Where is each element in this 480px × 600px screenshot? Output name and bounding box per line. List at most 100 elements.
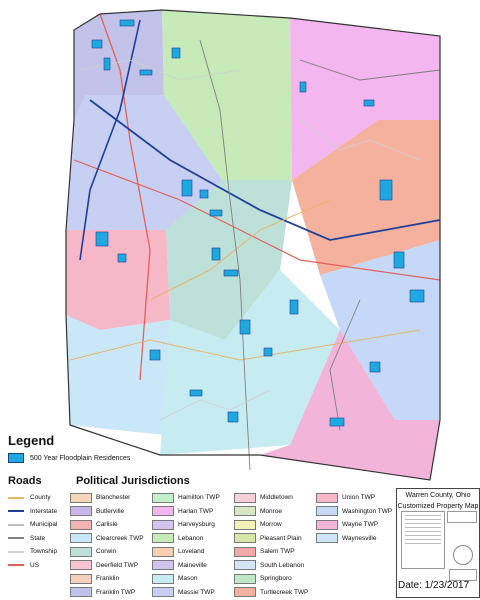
jurisdiction-legend-item: Union TWP bbox=[316, 491, 398, 505]
floodplain-swatch bbox=[8, 453, 24, 463]
jurisdiction-swatch bbox=[70, 533, 92, 544]
jurisdiction-swatch bbox=[152, 519, 174, 530]
disclaimer-text-block bbox=[401, 511, 445, 569]
jurisdiction-label: Harlan TWP bbox=[178, 507, 214, 515]
jurisdiction-label: Franklin TWP bbox=[96, 588, 136, 596]
road-label: US bbox=[30, 561, 40, 569]
jurisdiction-swatch bbox=[70, 560, 92, 571]
jurisdiction-legend-item: Harlan TWP bbox=[152, 505, 234, 519]
jurisdiction-legend-item: Morrow bbox=[234, 518, 316, 532]
jurisdiction-label: Pleasant Plain bbox=[260, 534, 302, 542]
road-label: Municipal bbox=[30, 521, 58, 529]
jurisdiction-label: Blanchester bbox=[96, 494, 131, 502]
seal-logo bbox=[449, 569, 477, 581]
jurisdictions-title: Political Jurisdictions bbox=[76, 475, 190, 487]
jurisdiction-label: Harveysburg bbox=[178, 521, 215, 529]
jurisdiction-legend-item: Lebanon bbox=[152, 532, 234, 546]
jurisdiction-label: Morrow bbox=[260, 521, 282, 529]
road-network bbox=[69, 13, 441, 471]
jurisdiction-swatch bbox=[152, 546, 174, 557]
region-salem-twp bbox=[260, 330, 440, 480]
road-label: State bbox=[30, 534, 46, 542]
jurisdiction-label: Union TWP bbox=[342, 494, 376, 502]
road-line-swatch bbox=[8, 564, 24, 567]
jurisdiction-label: Mason bbox=[178, 575, 198, 583]
road-line-swatch bbox=[8, 537, 24, 540]
jurisdiction-legend-item: Carlisle bbox=[70, 518, 152, 532]
road-line-swatch bbox=[8, 496, 24, 499]
jurisdiction-legend-item: Waynesville bbox=[316, 532, 398, 546]
jurisdiction-regions bbox=[66, 10, 440, 480]
jurisdiction-swatch bbox=[70, 587, 92, 598]
jurisdiction-swatch bbox=[70, 492, 92, 503]
jurisdiction-label: Maineville bbox=[178, 561, 207, 569]
floodplain-label: 500 Year Floodplain Residences bbox=[30, 454, 131, 462]
jurisdiction-label: Massie TWP bbox=[178, 588, 215, 596]
jurisdiction-label: Franklin bbox=[96, 575, 120, 583]
jurisdiction-swatch bbox=[70, 519, 92, 530]
jurisdiction-legend-item: Washington TWP bbox=[316, 505, 398, 519]
jurisdiction-swatch bbox=[234, 573, 256, 584]
road-legend-item: Township bbox=[8, 545, 76, 559]
region-massie-twp bbox=[320, 240, 440, 420]
region-franklin-twp bbox=[74, 10, 164, 120]
jurisdiction-legend-item: Middletown bbox=[234, 491, 316, 505]
jurisdiction-label: Salem TWP bbox=[260, 548, 295, 556]
jurisdiction-legend-item: Corwin bbox=[70, 545, 152, 559]
jurisdiction-legend-item: Blanchester bbox=[70, 491, 152, 505]
jurisdiction-swatch bbox=[152, 573, 174, 584]
jurisdiction-legend-item: Mason bbox=[152, 572, 234, 586]
road-legend-item: Interstate bbox=[8, 505, 76, 519]
jurisdiction-label: Butlerville bbox=[96, 507, 125, 515]
jurisdiction-legend-item: Springboro bbox=[234, 572, 316, 586]
jurisdiction-swatch bbox=[152, 533, 174, 544]
jurisdiction-swatch bbox=[70, 573, 92, 584]
region-washington-twp bbox=[292, 120, 440, 275]
jurisdiction-swatch bbox=[234, 533, 256, 544]
road-label: County bbox=[30, 494, 51, 502]
jurisdiction-legend-item: Harveysburg bbox=[152, 518, 234, 532]
jurisdiction-swatch bbox=[234, 587, 256, 598]
jurisdiction-legend-item: South Lebanon bbox=[234, 559, 316, 573]
jurisdiction-swatch bbox=[234, 506, 256, 517]
road-legend-item: US bbox=[8, 559, 76, 573]
map-title-line2: Customized Property Map bbox=[397, 503, 479, 510]
road-line-swatch bbox=[8, 510, 24, 513]
jurisdiction-label: South Lebanon bbox=[260, 561, 305, 569]
jurisdiction-swatch bbox=[70, 546, 92, 557]
road-label: Interstate bbox=[30, 507, 58, 515]
jurisdiction-label: Washington TWP bbox=[342, 507, 393, 515]
jurisdiction-swatch bbox=[152, 560, 174, 571]
jurisdiction-swatch bbox=[316, 533, 338, 544]
legend-title: Legend bbox=[8, 433, 55, 448]
jurisdiction-label: Deerfield TWP bbox=[96, 561, 139, 569]
jurisdiction-label: Lebanon bbox=[178, 534, 204, 542]
jurisdiction-swatch bbox=[316, 506, 338, 517]
jurisdiction-label: Clearcreek TWP bbox=[96, 534, 144, 542]
scale-bar bbox=[447, 511, 477, 523]
road-legend-item: County bbox=[8, 491, 76, 505]
map-title-line1: Warren County, Ohio bbox=[405, 492, 471, 499]
jurisdiction-legend-item: Loveland bbox=[152, 545, 234, 559]
jurisdiction-legend-item: Monroe bbox=[234, 505, 316, 519]
jurisdiction-legend-item: Wayne TWP bbox=[316, 518, 398, 532]
jurisdiction-label: Springboro bbox=[260, 575, 292, 583]
jurisdiction-swatch bbox=[152, 492, 174, 503]
jurisdiction-swatch bbox=[234, 560, 256, 571]
jurisdiction-legend-item: Deerfield TWP bbox=[70, 559, 152, 573]
jurisdiction-legend-item: Clearcreek TWP bbox=[70, 532, 152, 546]
region-lebanon bbox=[166, 180, 292, 340]
jurisdiction-swatch bbox=[316, 519, 338, 530]
region-wayne-twp bbox=[290, 18, 440, 180]
map-info-box: Warren County, Ohio Customized Property … bbox=[396, 488, 480, 598]
region-deerfield-twp bbox=[66, 315, 170, 435]
road-line-swatch bbox=[8, 550, 24, 553]
jurisdiction-swatch bbox=[234, 519, 256, 530]
jurisdiction-legend-item: Maineville bbox=[152, 559, 234, 573]
jurisdiction-swatch bbox=[316, 492, 338, 503]
region-union-twp bbox=[66, 230, 170, 330]
